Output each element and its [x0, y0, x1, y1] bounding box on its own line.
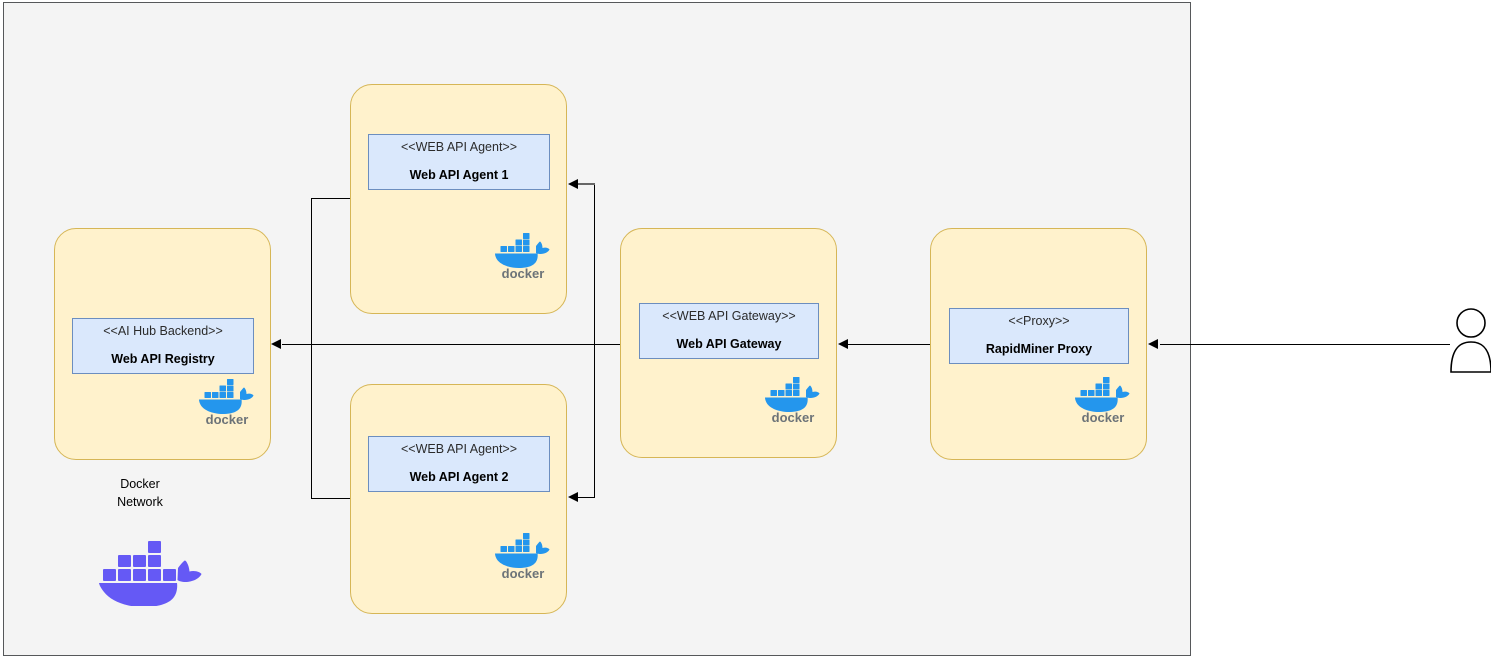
component-name: Web API Agent 1 — [409, 168, 509, 182]
edge-riser-right — [594, 184, 595, 498]
edge-proxy-to-gateway — [848, 344, 948, 345]
component-stereotype: <<AI Hub Backend>> — [103, 324, 223, 339]
component-stereotype: <<Proxy>> — [1008, 314, 1070, 329]
component-stereotype: <<WEB API Agent>> — [400, 442, 518, 457]
component-stereotype: <<WEB API Agent>> — [400, 140, 518, 155]
arrowhead-into-registry — [271, 339, 281, 349]
edge-agent2-stub — [311, 498, 359, 499]
docker-network-label-line2: Network — [117, 495, 163, 510]
svg-text:docker: docker — [206, 412, 249, 426]
docker-logo-agent2: docker — [491, 528, 555, 580]
component-name: RapidMiner Proxy — [985, 342, 1093, 356]
docker-logo-agent1: docker — [491, 228, 555, 280]
docker-network-label: Docker Network — [80, 475, 200, 511]
component-web-api-agent-2[interactable]: <<WEB API Agent>> Web API Agent 2 — [368, 436, 550, 492]
component-rapidminer-proxy[interactable]: <<Proxy>> RapidMiner Proxy — [949, 308, 1129, 364]
component-web-api-agent-1[interactable]: <<WEB API Agent>> Web API Agent 1 — [368, 134, 550, 190]
component-stereotype: <<WEB API Gateway>> — [662, 309, 796, 324]
docker-whale-purple-icon — [98, 528, 208, 606]
edge-into-agent1 — [578, 183, 595, 185]
docker-logo-proxy: docker — [1071, 372, 1135, 424]
edge-user-to-proxy — [1160, 344, 1450, 345]
container-rapidminer-proxy[interactable]: docker <<Proxy>> RapidMiner Proxy — [930, 228, 1147, 460]
edge-gateway-to-registry — [282, 344, 639, 345]
component-name: Web API Gateway — [676, 337, 782, 351]
arrowhead-into-agent1 — [568, 179, 578, 189]
edge-riser-left — [311, 198, 312, 498]
container-web-api-registry[interactable]: docker <<AI Hub Backend>> Web API Regist… — [54, 228, 271, 460]
component-web-api-registry[interactable]: <<AI Hub Backend>> Web API Registry — [72, 318, 254, 374]
docker-logo-gateway: docker — [761, 372, 825, 424]
docker-network-label-line1: Docker — [120, 477, 160, 491]
component-name: Web API Agent 2 — [409, 470, 509, 484]
container-web-api-agent-1[interactable]: docker <<WEB API Agent>> Web API Agent 1 — [350, 84, 567, 314]
edge-into-agent2 — [578, 497, 595, 498]
svg-text:docker: docker — [502, 266, 545, 280]
svg-text:docker: docker — [1082, 410, 1125, 424]
container-web-api-gateway[interactable]: docker <<WEB API Gateway>> Web API Gatew… — [620, 228, 837, 458]
edge-agent1-stub — [311, 198, 359, 199]
docker-logo-registry: docker — [195, 374, 259, 426]
container-web-api-agent-2[interactable]: docker <<WEB API Agent>> Web API Agent 2 — [350, 384, 567, 614]
component-name: Web API Registry — [111, 352, 215, 366]
user-actor-icon[interactable] — [1448, 308, 1491, 380]
svg-text:docker: docker — [502, 566, 545, 580]
component-web-api-gateway[interactable]: <<WEB API Gateway>> Web API Gateway — [639, 303, 819, 359]
arrowhead-into-proxy — [1148, 339, 1158, 349]
arrowhead-into-agent2 — [568, 492, 578, 502]
svg-text:docker: docker — [772, 410, 815, 424]
arrowhead-into-gateway — [838, 339, 848, 349]
